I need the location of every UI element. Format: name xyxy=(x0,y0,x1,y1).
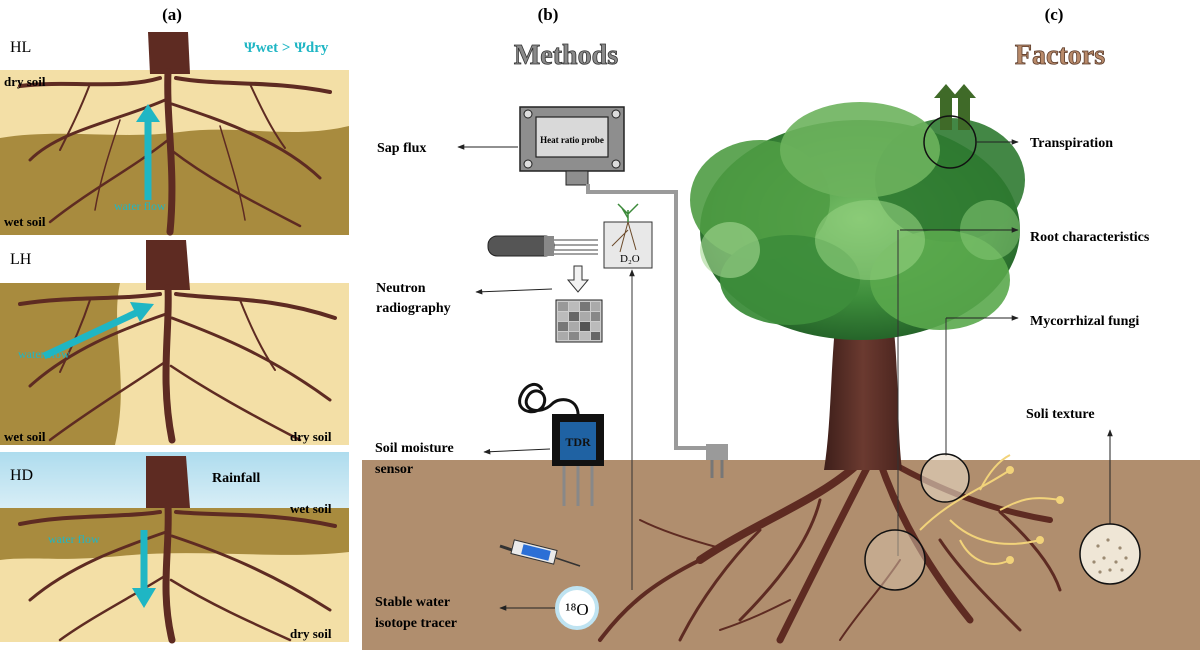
tree-roots xyxy=(598,458,1062,644)
panel-a-lh: LH water flow wet soil dry soil xyxy=(0,240,349,445)
mycorrhizal-label: Mycorrhizal fungi xyxy=(1030,314,1139,329)
tree-canopy xyxy=(690,102,1025,340)
panel-a-hl: HL Ψwet > Ψdry dry soil wet soil water f… xyxy=(0,32,349,236)
lh-code: LH xyxy=(10,251,32,268)
soil-sensor-arrow xyxy=(483,448,551,455)
heat-ratio-probe: Heat ratio probe xyxy=(519,106,625,186)
panel-a: (a) HL Ψwet > Ψdry dry xyxy=(0,5,349,644)
hl-formula: Ψwet > Ψdry xyxy=(244,40,329,56)
panel-b: (b) Methods Heat ratio probe Sap flux xyxy=(375,5,728,631)
probe-cable xyxy=(586,184,710,450)
cable-plug xyxy=(706,444,728,478)
transpiration-label: Transpiration xyxy=(1030,136,1113,151)
panel-c: (c) Factors xyxy=(598,5,1150,644)
sap-flux-label: Sap flux xyxy=(377,141,426,156)
lh-roots xyxy=(18,284,337,444)
hl-bottom-label: wet soil xyxy=(4,214,46,229)
lh-flow-arrow xyxy=(42,308,140,360)
hd-flow-label: water flow xyxy=(48,532,100,546)
hl-flow-label: water flow xyxy=(114,199,166,213)
syringe-icon xyxy=(499,539,581,567)
hd-code: HD xyxy=(10,467,33,484)
methods-title: Methods xyxy=(514,40,618,71)
down-arrow-icon xyxy=(566,265,590,293)
soil-texture-label: Soli texture xyxy=(1026,407,1095,422)
soil-label-2: sensor xyxy=(375,462,413,477)
isotope-circle: ¹⁸O xyxy=(555,586,599,630)
hd-rain-label: Rainfall xyxy=(212,471,260,486)
isotope-label-2: isotope tracer xyxy=(375,616,457,631)
root-char-label: Root characteristics xyxy=(1030,230,1150,245)
panel-a-label: (a) xyxy=(162,5,182,24)
panel-b-label: (b) xyxy=(538,5,559,24)
lh-flow-label: water flow xyxy=(18,347,70,361)
mycorrhizal-circle xyxy=(920,453,970,503)
hl-code: HL xyxy=(10,39,31,56)
ground xyxy=(362,460,1200,650)
hd-wet-soil xyxy=(0,508,349,560)
neutron-source-icon xyxy=(487,235,598,257)
hd-trunk xyxy=(146,456,190,508)
soil-label-1: Soil moisture xyxy=(375,441,454,456)
isotope-label-1: Stable water xyxy=(375,595,450,610)
lh-left-label: wet soil xyxy=(4,429,46,444)
panel-a-hd: HD Rainfall wet soil water flow dry soil xyxy=(0,452,349,644)
lh-trunk xyxy=(146,240,190,290)
probe-text: Heat ratio probe xyxy=(540,135,604,145)
tdr-text: TDR xyxy=(565,435,591,449)
factors-title: Factors xyxy=(1015,40,1105,71)
neutron-label-2: radiography xyxy=(376,301,451,316)
tdr-cable-icon xyxy=(518,382,580,419)
plant-sample-icon: D₂O xyxy=(603,203,653,269)
hl-trunk xyxy=(148,32,190,74)
hd-dry-label: dry soil xyxy=(290,626,332,641)
hd-wet-label: wet soil xyxy=(290,501,332,516)
hd-roots xyxy=(18,502,337,644)
hl-flow-arrowhead xyxy=(136,104,160,122)
neutron-label-1: Neutron xyxy=(376,281,426,296)
soil-texture-circle xyxy=(1079,523,1141,585)
panel-c-label: (c) xyxy=(1045,5,1064,24)
root-circle xyxy=(864,529,926,591)
lh-right-label: dry soil xyxy=(290,429,332,444)
radiograph-grid-icon xyxy=(555,299,603,343)
neutron-arrow xyxy=(475,288,553,295)
lh-flow-arrowhead xyxy=(130,302,154,322)
tree-trunk xyxy=(824,300,902,470)
hl-roots xyxy=(18,68,332,236)
isotope-text: ¹⁸O xyxy=(565,600,588,619)
hd-flow-arrowhead xyxy=(132,588,156,608)
mycorrhizal-hyphae xyxy=(919,454,1064,565)
d2o-text: D₂O xyxy=(620,253,640,265)
hl-top-label: dry soil xyxy=(4,74,46,89)
tdr-box: TDR xyxy=(552,414,604,506)
